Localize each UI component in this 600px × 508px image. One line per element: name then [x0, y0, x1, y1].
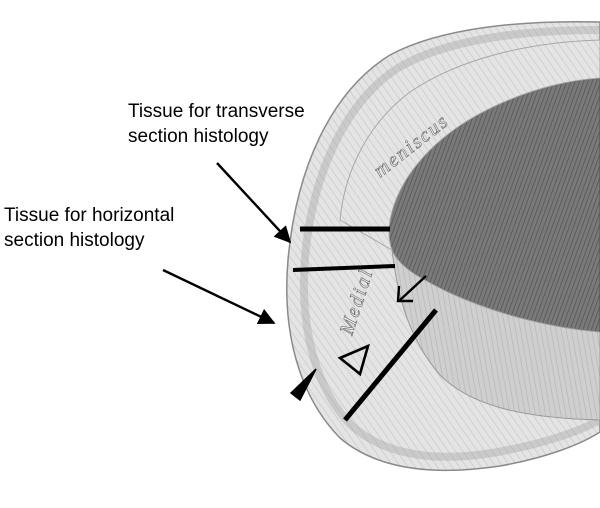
label-horizontal-section: Tissue for horizontal section histology [4, 203, 174, 253]
horizontal-section-cut [343, 308, 438, 422]
label-transverse-line1: Tissue for transverse [128, 101, 305, 122]
inner-open-arrow [396, 275, 427, 303]
open-triangle-arrowhead [337, 343, 371, 377]
meniscus-rim-edge [299, 26, 600, 461]
transverse-leader-arrow [216, 162, 292, 244]
label-horizontal-line1: Tissue for horizontal [4, 205, 175, 226]
label-horizontal-line2: section histology [4, 230, 145, 251]
transverse-section-cut-lower [292, 264, 396, 272]
label-transverse-section: Tissue for transverse section histology [128, 99, 305, 149]
label-transverse-line2: section histology [128, 126, 269, 147]
meniscus-inner-body [391, 249, 600, 421]
filled-arrowhead [289, 368, 317, 402]
horizontal-leader-arrow [162, 268, 276, 325]
